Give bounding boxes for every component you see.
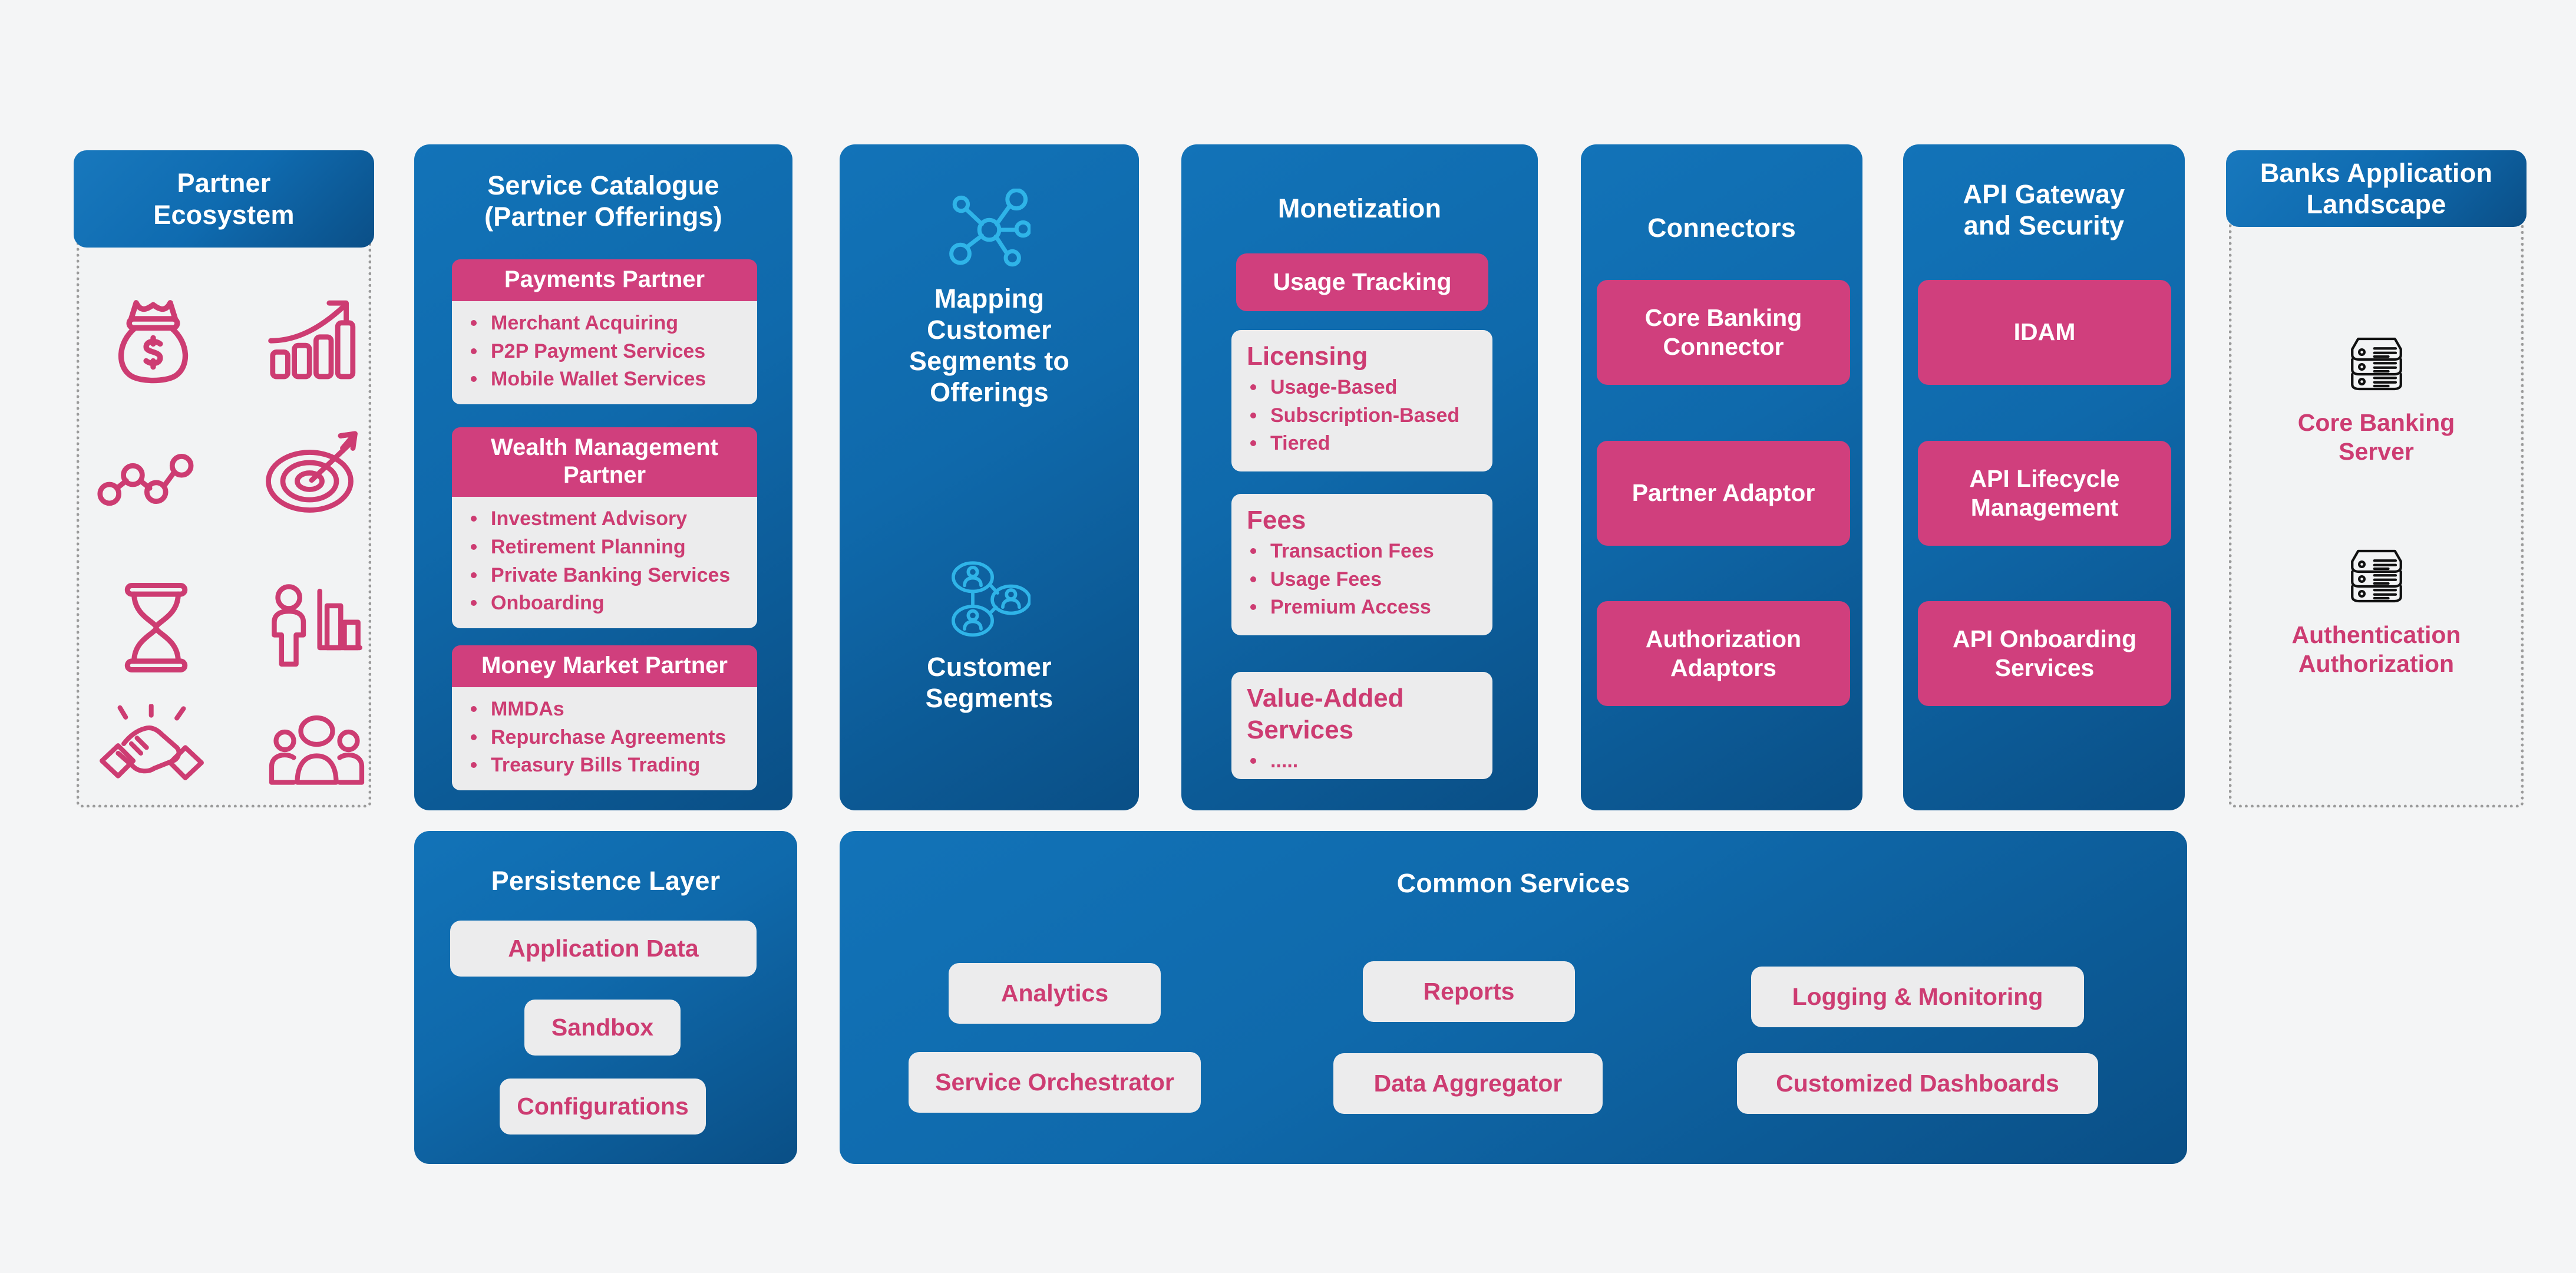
server-stack-icon bbox=[2340, 333, 2413, 398]
service-catalogue-title-line1: Service Catalogue bbox=[487, 170, 719, 200]
mapping-label-line2: Customer bbox=[927, 315, 1052, 345]
banks-landscape-label-line2: Server bbox=[2339, 438, 2414, 466]
connector-core-banking[interactable]: Core Banking Connector bbox=[1597, 280, 1850, 385]
service-catalogue-title-line2: (Partner Offerings) bbox=[484, 202, 722, 232]
list-item: MMDAs bbox=[467, 695, 751, 724]
monetization-title: Monetization bbox=[1277, 193, 1442, 223]
mapping-label-line3: Segments to bbox=[909, 346, 1070, 377]
list-item: Usage Fees bbox=[1247, 566, 1482, 594]
common-services-title: Common Services bbox=[1396, 868, 1630, 898]
handshake-icon bbox=[97, 703, 206, 793]
common-service-data-aggregator[interactable]: Data Aggregator bbox=[1333, 1053, 1603, 1114]
service-group-body: Investment Advisory Retirement Planning … bbox=[452, 497, 757, 628]
connector-partner-adaptor[interactable]: Partner Adaptor bbox=[1597, 441, 1850, 546]
money-bag-icon bbox=[103, 289, 203, 389]
network-nodes-icon bbox=[948, 188, 1032, 271]
person-bar-chart-icon bbox=[265, 581, 365, 675]
list-item: Onboarding bbox=[467, 589, 751, 618]
api-item-onboarding-services[interactable]: API Onboarding Services bbox=[1918, 601, 2171, 706]
api-item-idam[interactable]: IDAM bbox=[1918, 280, 2171, 385]
banks-landscape-group bbox=[2229, 194, 2524, 807]
list-item: Retirement Planning bbox=[467, 533, 751, 562]
service-group-header: Payments Partner bbox=[452, 259, 757, 302]
mapping-panel: Mapping Customer Segments to Offerings C… bbox=[840, 144, 1139, 810]
growth-bar-chart-icon bbox=[265, 292, 359, 386]
partner-ecosystem-title-line1: Partner bbox=[177, 168, 271, 199]
mapping-label-line1: Mapping bbox=[934, 283, 1045, 314]
list-item: Treasury Bills Trading bbox=[467, 751, 751, 780]
monetization-card-licensing: Licensing Usage-Based Subscription-Based… bbox=[1231, 330, 1492, 471]
api-gateway-title-line2: and Security bbox=[1963, 210, 2125, 241]
common-service-logging-monitoring[interactable]: Logging & Monitoring bbox=[1751, 967, 2084, 1027]
partner-ecosystem-title-line2: Ecosystem bbox=[153, 199, 295, 230]
list-item: Repurchase Agreements bbox=[467, 724, 751, 752]
card-header: Fees bbox=[1247, 506, 1306, 535]
card-header: Licensing bbox=[1247, 342, 1368, 371]
service-group-header: Money Market Partner bbox=[452, 645, 757, 688]
persistence-chip-application-data[interactable]: Application Data bbox=[450, 921, 757, 977]
persistence-chip-configurations[interactable]: Configurations bbox=[500, 1079, 706, 1135]
common-service-reports[interactable]: Reports bbox=[1363, 961, 1575, 1022]
common-service-service-orchestrator[interactable]: Service Orchestrator bbox=[909, 1052, 1201, 1113]
list-item: ..... bbox=[1247, 747, 1482, 776]
api-gateway-title-line1: API Gateway bbox=[1963, 179, 2125, 209]
common-service-analytics[interactable]: Analytics bbox=[949, 963, 1161, 1024]
connector-authorization-adaptors[interactable]: Authorization Adaptors bbox=[1597, 601, 1850, 706]
monetization-card-value-added: Value-Added Services ..... bbox=[1231, 672, 1492, 779]
partner-ecosystem-header: Partner Ecosystem bbox=[74, 150, 374, 248]
list-item: Usage-Based bbox=[1247, 374, 1482, 402]
banks-landscape-label-line1: Authentication bbox=[2291, 621, 2461, 648]
partner-ecosystem-group bbox=[77, 194, 371, 807]
service-group-body: MMDAs Repurchase Agreements Treasury Bil… bbox=[452, 687, 757, 790]
service-group-wealth: Wealth Management Partner Investment Adv… bbox=[452, 427, 757, 628]
monetization-card-fees: Fees Transaction Fees Usage Fees Premium… bbox=[1231, 494, 1492, 635]
connectors-title: Connectors bbox=[1647, 213, 1796, 243]
banks-landscape-title-line2: Landscape bbox=[2306, 189, 2446, 219]
banks-landscape-item-authentication: Authentication Authorization bbox=[2229, 545, 2524, 678]
hourglass-icon bbox=[118, 578, 194, 678]
banks-landscape-label-line2: Authorization bbox=[2298, 650, 2455, 678]
customer-segments-label-line1: Customer bbox=[927, 652, 1052, 682]
banks-landscape-label-line1: Core Banking bbox=[2297, 409, 2455, 436]
usage-tracking-block[interactable]: Usage Tracking bbox=[1236, 253, 1488, 311]
list-item: Mobile Wallet Services bbox=[467, 365, 751, 394]
service-group-header: Wealth Management Partner bbox=[452, 427, 757, 497]
list-item: Merchant Acquiring bbox=[467, 309, 751, 338]
list-item: Premium Access bbox=[1247, 593, 1482, 622]
list-item: P2P Payment Services bbox=[467, 338, 751, 366]
customer-segments-icon bbox=[948, 557, 1032, 639]
service-group-payments: Payments Partner Merchant Acquiring P2P … bbox=[452, 259, 757, 404]
list-item: Private Banking Services bbox=[467, 562, 751, 590]
target-arrow-icon bbox=[262, 421, 365, 525]
list-item: Tiered bbox=[1247, 430, 1482, 458]
server-stack-icon bbox=[2340, 545, 2413, 610]
card-header-line2: Services bbox=[1247, 715, 1354, 745]
mapping-label: Mapping Customer Segments to Offerings bbox=[840, 283, 1139, 408]
list-item: Subscription-Based bbox=[1247, 402, 1482, 430]
customer-segments-label: Customer Segments bbox=[840, 651, 1139, 714]
customer-segments-label-line2: Segments bbox=[925, 683, 1053, 714]
banks-landscape-title-line1: Banks Application bbox=[2260, 157, 2493, 188]
line-chart-icon bbox=[97, 436, 200, 522]
banks-landscape-header: Banks Application Landscape bbox=[2226, 150, 2527, 227]
mapping-label-line4: Offerings bbox=[930, 377, 1049, 408]
card-header-line1: Value-Added bbox=[1247, 684, 1404, 713]
service-group-money-market: Money Market Partner MMDAs Repurchase Ag… bbox=[452, 645, 757, 790]
service-group-body: Merchant Acquiring P2P Payment Services … bbox=[452, 301, 757, 404]
list-item: Transaction Fees bbox=[1247, 537, 1482, 566]
persistence-layer-title: Persistence Layer bbox=[491, 866, 721, 896]
people-group-icon bbox=[268, 710, 365, 793]
persistence-chip-sandbox[interactable]: Sandbox bbox=[524, 1000, 681, 1056]
banks-landscape-item-core-banking: Core Banking Server bbox=[2229, 333, 2524, 466]
common-service-customized-dashboards[interactable]: Customized Dashboards bbox=[1737, 1053, 2098, 1114]
api-item-lifecycle-management[interactable]: API Lifecycle Management bbox=[1918, 441, 2171, 546]
list-item: Investment Advisory bbox=[467, 505, 751, 533]
